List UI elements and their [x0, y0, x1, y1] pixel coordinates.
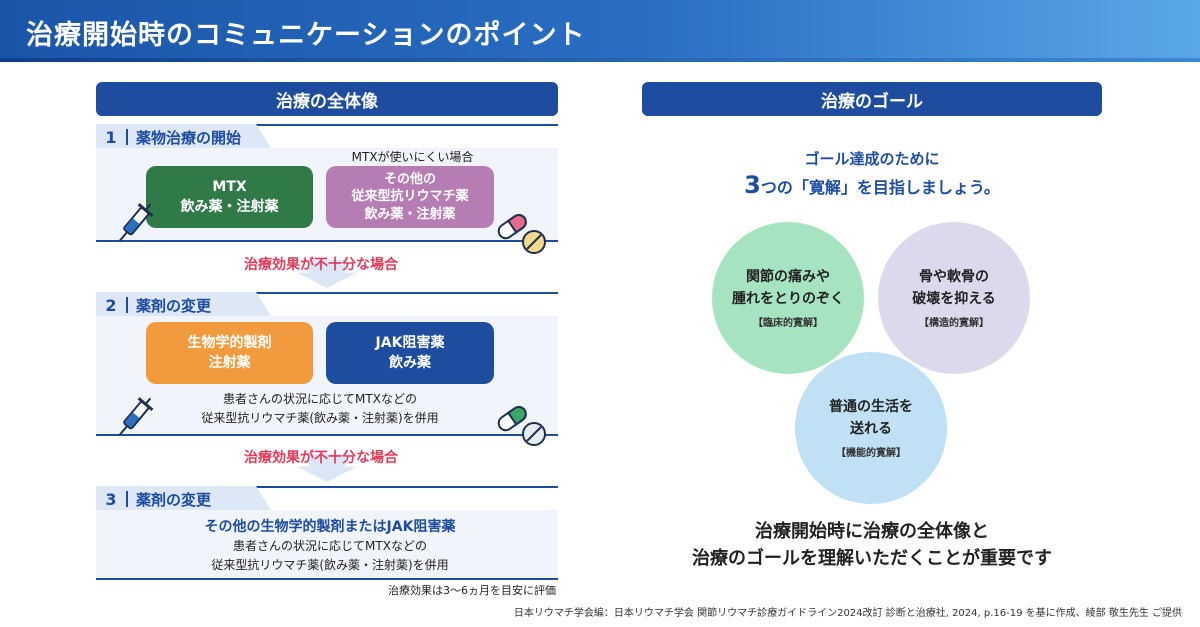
step3-note-line1: 患者さんの状況に応じてMTXなどの — [233, 539, 427, 553]
clinical-remission-line1: 関節の痛みや — [746, 268, 830, 285]
step2-header: 2 薬剤の変更 — [96, 292, 558, 316]
functional-remission-text: 普通の生活を 送れる — [829, 397, 913, 440]
step2-divider — [126, 297, 128, 313]
step3-body — [96, 510, 558, 578]
citation-footer: 日本リウマチ学会編：日本リウマチ学会 関節リウマチ診療ガイドライン2024改訂 … — [513, 608, 1182, 619]
step1-note: MTXが使いにくい場合 — [351, 150, 474, 164]
jak-pill: JAK阻害薬 飲み薬 — [326, 322, 494, 384]
other-dmard-line2: 従来型抗リウマチ薬 — [351, 189, 469, 205]
goal-intro-rest: つの「寛解」を目指しましょう。 — [760, 178, 1000, 197]
evaluation-note: 治療効果は3〜6ヵ月を目安に評価 — [388, 584, 556, 597]
structural-remission-line2: 破壊を抑える — [912, 290, 996, 307]
mtx-pill: MTX 飲み薬・注射薬 — [146, 166, 313, 228]
step3-highlight: その他の生物学的製剤またはJAK阻害薬 — [204, 519, 456, 535]
structural-remission-line1: 骨や軟骨の — [919, 268, 989, 285]
goal-header: 治療のゴール — [642, 82, 1102, 116]
step2-bottom-line — [96, 434, 558, 436]
jak-pill-title: JAK阻害薬 — [375, 334, 445, 351]
functional-remission-tag: 【機能的寛解】 — [836, 448, 906, 460]
summary-line2: 治療のゴールを理解いただくことが重要です — [692, 548, 1052, 569]
structural-remission-tag: 【構造的寛解】 — [919, 318, 989, 330]
step3-note: 患者さんの状況に応じてMTXなどの 従来型抗リウマチ薬(飲み薬・注射薬)を併用 — [130, 537, 530, 574]
other-dmard-pill: その他の 従来型抗リウマチ薬 飲み薬・注射薬 — [326, 166, 494, 228]
jak-pill-sub: 飲み薬 — [389, 355, 431, 371]
step3-label: 薬剤の変更 — [136, 490, 212, 509]
title-stripe — [0, 58, 1200, 62]
insufficient-effect-warning-2: 治療効果が不十分な場合 — [244, 450, 398, 466]
step1-label: 薬物治療の開始 — [136, 128, 242, 147]
other-dmard-line1: その他の — [383, 171, 436, 187]
goal-title: 治療のゴール — [821, 91, 923, 112]
step2-number: 2 — [105, 295, 117, 315]
step3-number: 3 — [105, 489, 117, 509]
step3-note-line2: 従来型抗リウマチ薬(飲み薬・注射薬)を併用 — [211, 557, 449, 572]
syringe-icon — [118, 203, 154, 242]
summary-message: 治療開始時に治療の全体像と 治療のゴールを理解いただくことが重要です — [642, 518, 1102, 572]
step1-divider — [126, 129, 128, 145]
pill-capsule-icon — [497, 406, 546, 446]
step3-header: 3 薬剤の変更 — [96, 486, 558, 510]
insufficient-effect-warning-1: 治療効果が不十分な場合 — [244, 257, 398, 273]
clinical-remission-text: 関節の痛みや 腫れをとりのぞく — [732, 267, 844, 310]
overview-header: 治療の全体像 — [96, 82, 558, 116]
functional-remission-line1: 普通の生活を — [829, 398, 913, 415]
biologic-pill-sub: 注射薬 — [208, 355, 251, 371]
step2-note-line1: 患者さんの状況に応じてMTXなどの — [223, 392, 417, 406]
mtx-pill-title: MTX — [212, 178, 247, 195]
goal-intro: ゴール達成のために 3つの「寛解」を目指しましょう。 — [642, 148, 1102, 199]
clinical-remission-circle: 関節の痛みや 腫れをとりのぞく 【臨床的寛解】 — [712, 222, 864, 374]
step2-label: 薬剤の変更 — [136, 296, 212, 315]
step2-note-line2: 従来型抗リウマチ薬(飲み薬・注射薬)を併用 — [201, 410, 439, 425]
step3-divider — [126, 491, 128, 507]
step1-bottom-line — [96, 240, 558, 242]
clinical-remission-tag: 【臨床的寛解】 — [753, 318, 823, 330]
goal-intro-line2: 3つの「寛解」を目指しましょう。 — [642, 171, 1102, 199]
step1-number: 1 — [105, 127, 117, 147]
other-dmard-line3: 飲み薬・注射薬 — [364, 206, 456, 222]
step1-header: 1 薬物治療の開始 — [96, 124, 558, 148]
overview-title: 治療の全体像 — [276, 91, 378, 112]
structural-remission-circle: 骨や軟骨の 破壊を抑える 【構造的寛解】 — [878, 222, 1030, 374]
page-title: 治療開始時のコミュニケーションのポイント — [26, 20, 586, 51]
biologic-pill-title: 生物学的製剤 — [187, 334, 272, 351]
title-bar: 治療開始時のコミュニケーションのポイント — [0, 0, 1200, 62]
step2-note: 患者さんの状況に応じてMTXなどの 従来型抗リウマチ薬(飲み薬・注射薬)を併用 — [150, 390, 490, 427]
pill-capsule-icon — [497, 214, 546, 254]
biologic-pill: 生物学的製剤 注射薬 — [146, 322, 313, 384]
functional-remission-circle: 普通の生活を 送れる 【機能的寛解】 — [795, 352, 947, 504]
step3-tab — [96, 486, 271, 510]
clinical-remission-line2: 腫れをとりのぞく — [732, 290, 844, 307]
syringe-icon — [118, 397, 154, 436]
goal-intro-line1: ゴール達成のために — [804, 150, 940, 168]
step1-tab — [96, 124, 271, 148]
step2-tab — [96, 292, 271, 316]
mtx-pill-sub: 飲み薬・注射薬 — [180, 199, 279, 215]
goal-intro-number: 3 — [744, 171, 761, 199]
functional-remission-line2: 送れる — [850, 420, 892, 437]
step3-bottom-line — [96, 578, 558, 580]
structural-remission-text: 骨や軟骨の 破壊を抑える — [912, 267, 996, 310]
summary-line1: 治療開始時に治療の全体像と — [755, 521, 989, 542]
